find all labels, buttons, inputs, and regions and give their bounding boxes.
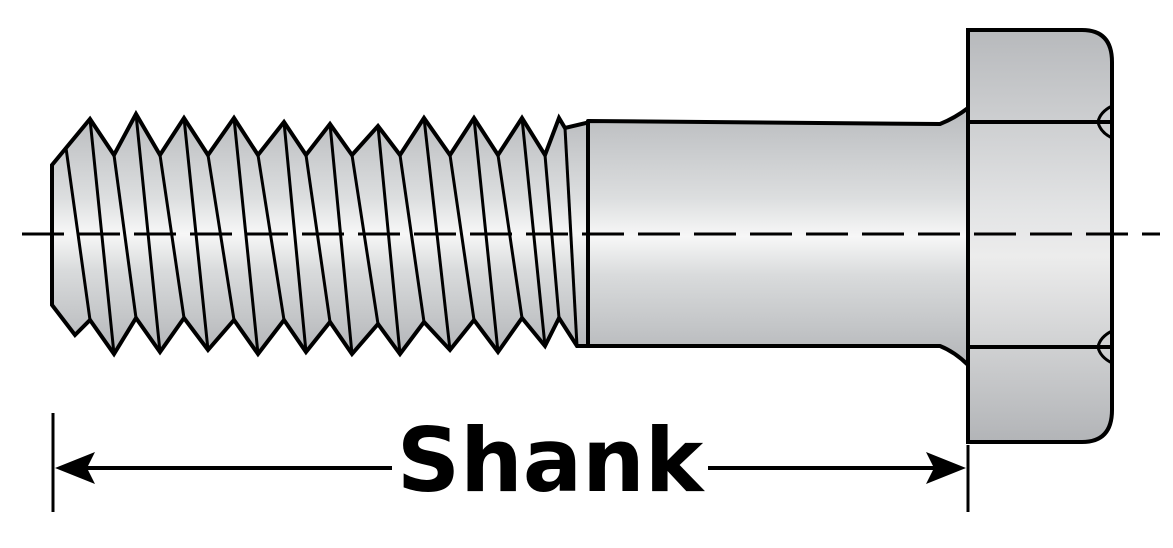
unthreaded-body bbox=[586, 106, 970, 367]
right-arrowhead-icon bbox=[926, 452, 966, 484]
hex-head-lower-chamfer bbox=[1096, 329, 1113, 365]
left-arrowhead-icon bbox=[55, 452, 95, 484]
thread-helix-lines bbox=[64, 113, 561, 355]
hex-head-upper-chamfer bbox=[1096, 104, 1113, 140]
hex-head-outline bbox=[966, 28, 1114, 444]
shank-label: Shank bbox=[397, 409, 706, 512]
hex-head bbox=[966, 28, 1114, 444]
thread-start-line bbox=[563, 127, 579, 347]
shank-dimension: Shank bbox=[51, 409, 970, 512]
